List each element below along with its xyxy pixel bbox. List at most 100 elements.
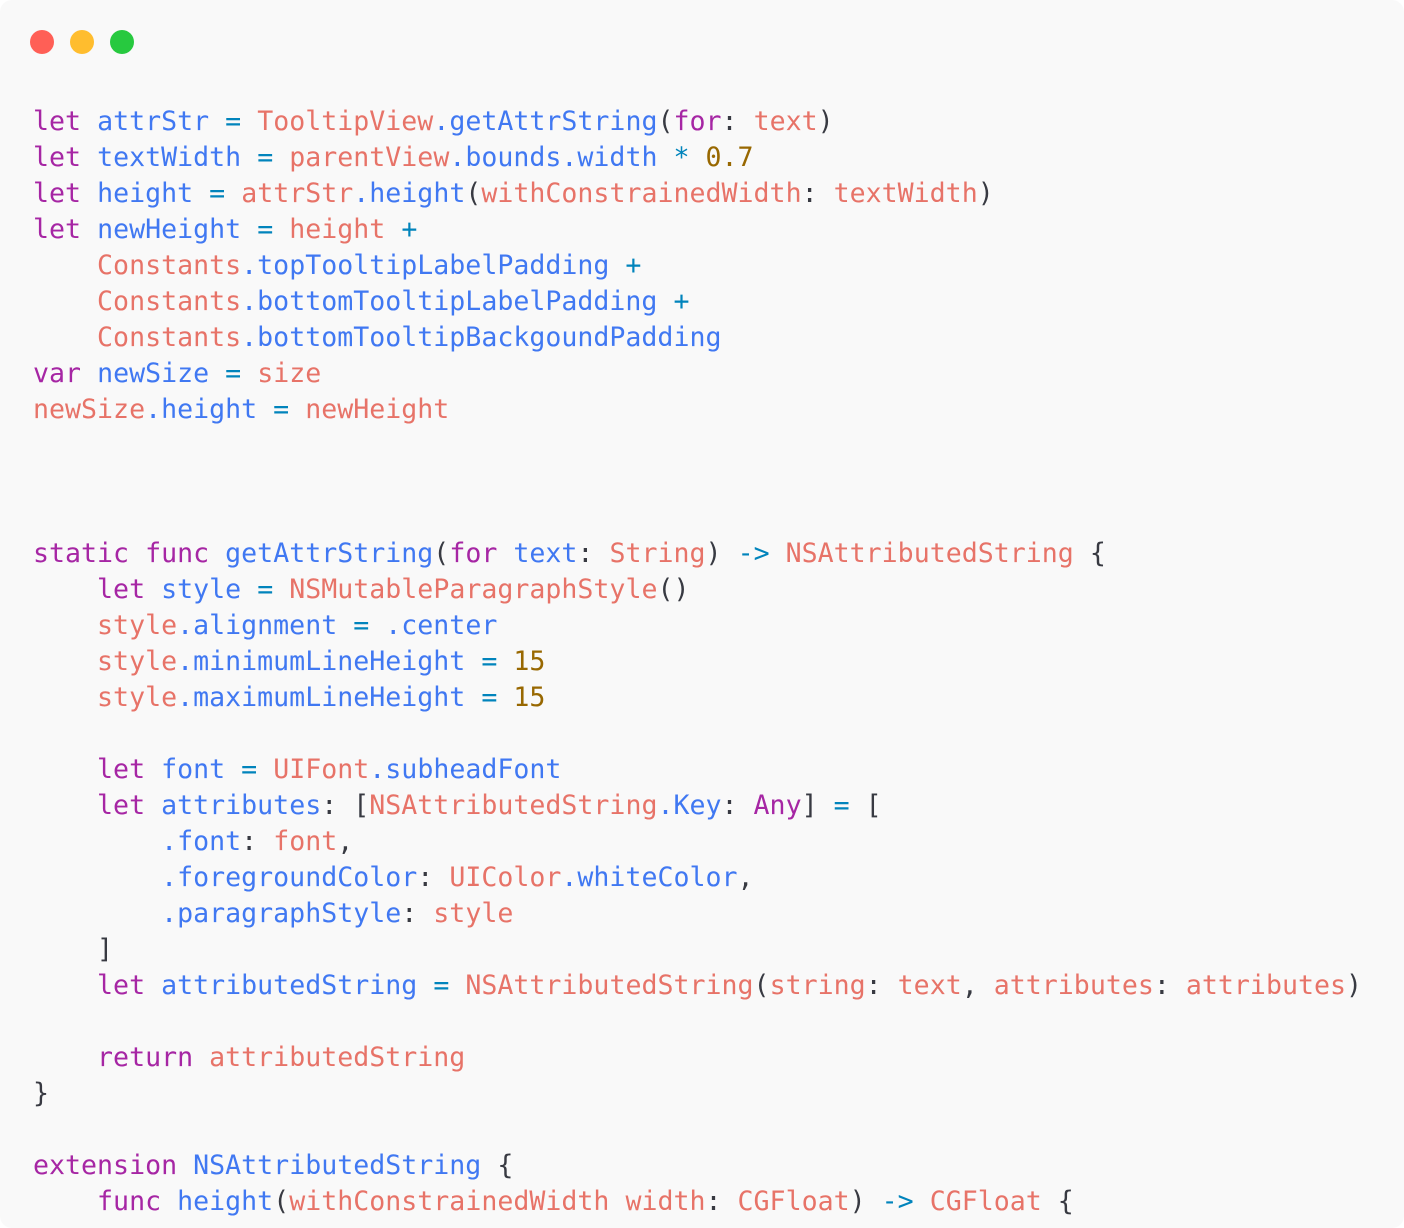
code-token: : xyxy=(401,898,418,929)
code-line: var newSize = size xyxy=(33,356,1362,392)
code-line: Constants.bottomTooltipLabelPadding + xyxy=(33,284,1362,320)
code-token: parentView xyxy=(289,142,450,173)
code-token xyxy=(657,142,673,173)
code-token: = xyxy=(241,754,258,785)
code-token: .maximumLineHeight xyxy=(177,682,466,713)
code-token: : xyxy=(1153,970,1170,1001)
code-token: height xyxy=(289,214,386,245)
code-token xyxy=(145,970,161,1001)
code-token: let xyxy=(33,106,82,137)
code-line: style.alignment = .center xyxy=(33,608,1362,644)
code-token: NSAttributedString xyxy=(369,790,658,821)
code-token xyxy=(145,790,161,821)
code-token xyxy=(193,178,209,209)
code-token xyxy=(593,538,609,569)
code-token xyxy=(465,682,481,713)
code-token: : xyxy=(721,106,738,137)
code-line: .foregroundColor: UIColor.whiteColor, xyxy=(33,860,1362,896)
code-token xyxy=(33,322,97,353)
code-token: ) xyxy=(817,106,834,137)
code-token: .font xyxy=(161,826,242,857)
code-token: CGFloat xyxy=(737,1186,850,1217)
code-token: NSMutableParagraphStyle xyxy=(289,574,658,605)
code-token xyxy=(722,538,738,569)
code-line: extension NSAttributedString { xyxy=(33,1148,1362,1184)
code-token: CGFloat xyxy=(929,1186,1042,1217)
close-button[interactable] xyxy=(30,30,54,54)
code-token xyxy=(81,178,97,209)
code-token: + xyxy=(401,214,418,245)
code-token: static xyxy=(33,538,130,569)
code-token: extension xyxy=(33,1150,178,1181)
code-token xyxy=(241,358,257,389)
code-token xyxy=(481,1150,497,1181)
code-token xyxy=(177,1150,193,1181)
code-line: return attributedString xyxy=(33,1040,1362,1076)
code-token: attrStr xyxy=(241,178,354,209)
code-token: width xyxy=(625,1186,706,1217)
code-token: text xyxy=(753,106,818,137)
code-token: ) xyxy=(977,178,994,209)
code-token: withConstrainedWidth xyxy=(481,178,802,209)
code-token: ( xyxy=(273,1186,290,1217)
code-line: let attributes: [NSAttributedString.Key:… xyxy=(33,788,1362,824)
code-token: [ xyxy=(865,790,882,821)
code-token: = xyxy=(481,682,498,713)
code-token xyxy=(33,862,161,893)
code-token: func xyxy=(97,1186,162,1217)
code-token: Any xyxy=(753,790,802,821)
code-line: static func getAttrString(for text: Stri… xyxy=(33,536,1362,572)
code-token xyxy=(33,250,97,281)
code-line: ​ xyxy=(33,428,1362,464)
code-token xyxy=(81,214,97,245)
code-token xyxy=(33,574,97,605)
code-token: ) xyxy=(1346,970,1363,1001)
code-token xyxy=(241,142,257,173)
code-token xyxy=(33,610,97,641)
window-controls xyxy=(30,30,134,54)
code-line: newSize.height = newHeight xyxy=(33,392,1362,428)
code-token: getAttrString xyxy=(225,538,434,569)
code-token: attrStr xyxy=(97,106,210,137)
code-line: ​ xyxy=(33,464,1362,500)
code-token: newSize xyxy=(97,358,210,389)
code-line: Constants.bottomTooltipBackgoundPadding xyxy=(33,320,1362,356)
code-token: UIColor xyxy=(449,862,562,893)
code-token xyxy=(257,826,273,857)
code-token: + xyxy=(673,286,690,317)
code-token: = xyxy=(353,610,370,641)
code-token xyxy=(33,898,161,929)
code-token xyxy=(129,538,145,569)
code-token: .bottomTooltipBackgoundPadding xyxy=(241,322,722,353)
code-token: 0.7 xyxy=(705,142,754,173)
code-token xyxy=(914,1186,930,1217)
zoom-button[interactable] xyxy=(110,30,134,54)
code-line: } xyxy=(33,1076,1362,1112)
code-token: : xyxy=(801,178,818,209)
code-token xyxy=(722,1186,738,1217)
code-token: let xyxy=(97,754,146,785)
code-token: Constants xyxy=(97,322,242,353)
code-token: attributes xyxy=(1185,970,1346,1001)
code-token: let xyxy=(97,574,146,605)
code-line: ] xyxy=(33,932,1362,968)
code-token: let xyxy=(33,178,82,209)
code-token: func xyxy=(145,538,210,569)
code-token xyxy=(273,214,289,245)
code-token xyxy=(33,682,97,713)
code-token xyxy=(33,754,97,785)
code-token: height xyxy=(177,1186,274,1217)
code-token xyxy=(33,934,97,965)
code-line: let height = attrStr.height(withConstrai… xyxy=(33,176,1362,212)
minimize-button[interactable] xyxy=(70,30,94,54)
code-editor[interactable]: let attrStr = TooltipView.getAttrString(… xyxy=(33,104,1362,1220)
code-token xyxy=(417,898,433,929)
code-token xyxy=(449,970,465,1001)
code-token: { xyxy=(1057,1186,1074,1217)
code-token: = xyxy=(257,142,274,173)
code-token xyxy=(209,538,225,569)
code-token: : xyxy=(721,790,738,821)
code-token: var xyxy=(33,358,82,389)
code-token: [ xyxy=(353,790,370,821)
